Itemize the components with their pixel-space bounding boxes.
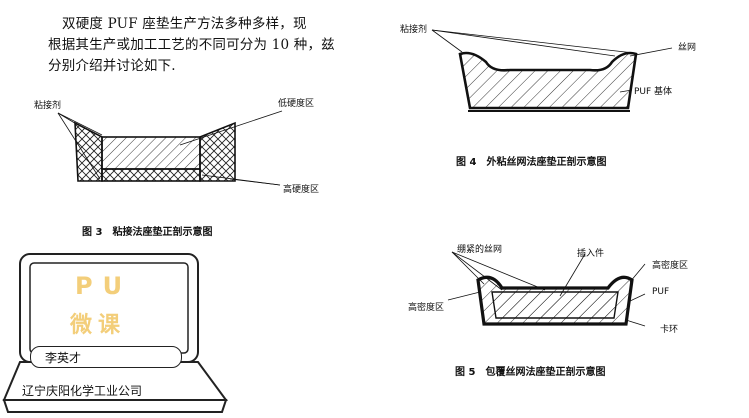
intro-line-1: 双硬度 PUF 座垫生产方法多种多样，现	[62, 16, 307, 32]
fig5-label-clip: 卡环	[660, 325, 679, 335]
intro-line-2: 根据其生产或加工工艺的不同可分为 10 种，兹	[48, 37, 335, 53]
logo-text-pu: PU	[75, 272, 133, 300]
fig3-label-high-hardness: 高硬度区	[283, 185, 320, 195]
logo-text-weike: 微课	[70, 313, 127, 338]
fig3-bottom-zone	[101, 168, 201, 182]
fig3-low-hardness-zone	[101, 136, 201, 170]
fig5-caption: 图 5 包覆丝网法座垫正剖示意图	[455, 367, 606, 378]
fig3-right-block	[199, 121, 236, 182]
fig4-seat-cushion	[458, 51, 638, 110]
figure-4-diagram	[431, 29, 673, 112]
fig5-inner-core	[491, 291, 619, 319]
fig4-label-mesh: 丝网	[678, 43, 697, 53]
figure-5-diagram	[447, 251, 646, 327]
intro-line-3: 分别介绍并讨论如下.	[48, 58, 176, 74]
intro-paragraph: 双硬度 PUF 座垫生产方法多种多样，现 根据其生产或加工工艺的不同可分为 10…	[48, 14, 378, 77]
fig3-left-block	[74, 121, 103, 182]
laptop-watermark-icon	[2, 253, 228, 413]
fig3-label-low-hardness: 低硬度区	[278, 99, 315, 109]
name-field-text: 李英才	[45, 351, 82, 365]
figure-3-diagram	[57, 110, 283, 186]
name-field: 李英才	[30, 346, 182, 368]
fig5-label-high-density-left: 高密度区	[408, 303, 445, 313]
fig5-label-tight-mesh: 绷紧的丝网	[457, 245, 503, 255]
fig4-label-adhesive: 粘接剂	[400, 25, 428, 35]
fig4-caption: 图 4 外粘丝网法座垫正剖示意图	[456, 157, 607, 168]
company-name: 辽宁庆阳化学工业公司	[22, 384, 143, 398]
fig5-label-insert: 插入件	[577, 249, 605, 259]
fig5-label-puf: PUF	[652, 287, 670, 297]
fig3-label-adhesive: 粘接剂	[34, 101, 62, 111]
fig3-caption: 图 3 粘接法座垫正剖示意图	[82, 227, 213, 238]
fig5-label-high-density-right: 高密度区	[652, 261, 689, 271]
fig4-label-substrate: PUF 基体	[634, 87, 673, 97]
